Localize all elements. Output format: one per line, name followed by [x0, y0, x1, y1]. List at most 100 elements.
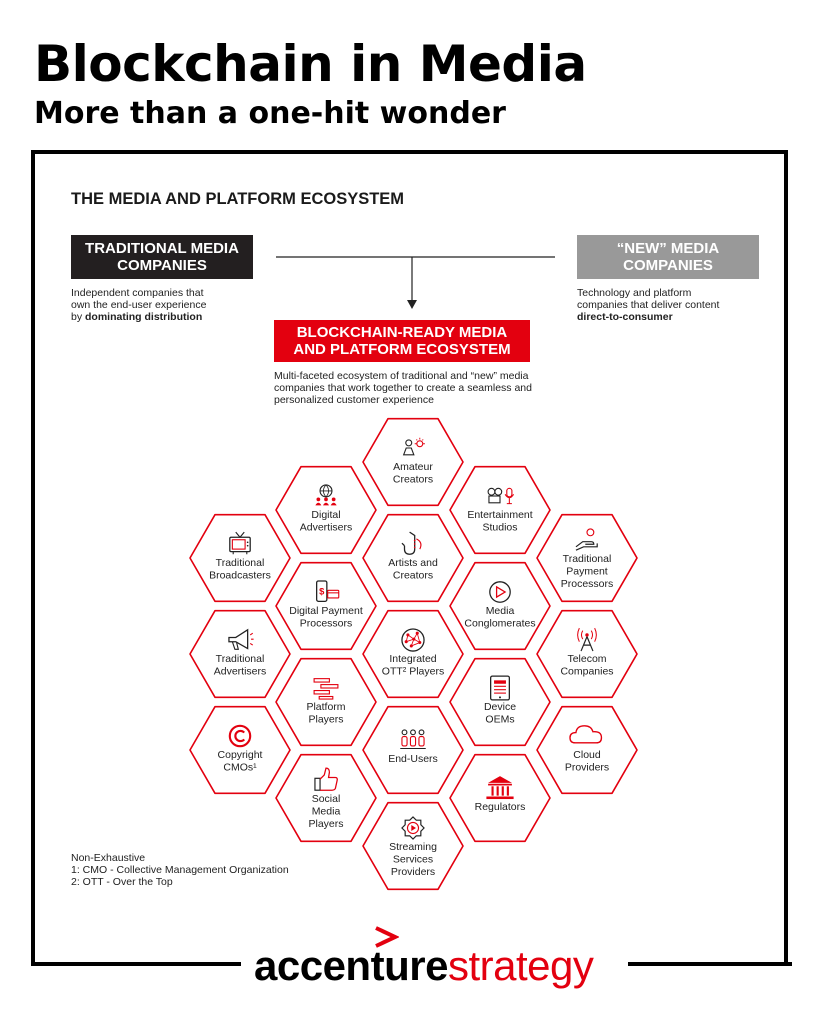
stacked-bars-icon	[313, 678, 339, 700]
hex-label: Social	[312, 793, 341, 805]
hex-label: Media	[312, 806, 341, 818]
hex-label: Digital	[311, 509, 340, 521]
hex-label: Traditional	[563, 553, 612, 565]
hex-label: Streaming	[389, 841, 437, 853]
hex-label: Integrated	[389, 653, 436, 665]
hex-outline	[275, 561, 377, 651]
hex-outline	[362, 705, 464, 795]
hex-regulators: Regulators	[449, 753, 551, 843]
logo-accenture: accenture	[254, 942, 448, 989]
new-media-label-1: “NEW” MEDIA	[616, 240, 720, 257]
hex-label: Advertisers	[300, 522, 353, 534]
footnotes: Non-Exhaustive 1: CMO - Collective Manag…	[71, 852, 289, 888]
hex-label: CMOs¹	[223, 762, 257, 774]
hex-label: Conglomerates	[464, 618, 535, 630]
hex-end-users: End-Users	[362, 705, 464, 795]
hex-outline	[536, 705, 638, 795]
hex-outline	[275, 465, 377, 555]
center-desc-line-1: Multi-faceted ecosystem of traditional a…	[274, 370, 529, 382]
hex-label: Telecom	[567, 653, 606, 665]
play-button-icon	[489, 581, 511, 603]
hex-outline	[362, 801, 464, 891]
hex-label: Payment	[566, 566, 608, 578]
tv-icon	[229, 531, 251, 555]
traditional-media-label-1: TRADITIONAL MEDIA	[85, 240, 239, 257]
blockchain-ready-label-1: BLOCKCHAIN-READY MEDIA	[296, 324, 508, 341]
hex-label: Media	[486, 605, 515, 617]
hex-label: Providers	[391, 866, 435, 878]
phone-card-icon: $	[316, 580, 340, 602]
ecosystem-title: THE MEDIA AND PLATFORM ECOSYSTEM	[71, 190, 405, 208]
hex-outline	[362, 513, 464, 603]
traditional-media-label-2: COMPANIES	[117, 257, 207, 274]
accenture-strategy-logo: accenturestrategy	[254, 942, 594, 989]
connector-arrowhead	[407, 300, 417, 309]
hex-label: Studios	[482, 522, 517, 534]
hex-label: Artists and	[388, 557, 438, 569]
hex-label: Traditional	[216, 653, 265, 665]
gear-play-icon	[401, 816, 425, 840]
network-globe-icon	[401, 628, 425, 652]
hand-coin-icon	[575, 528, 598, 551]
new-desc-line-1: Technology and platform	[577, 287, 692, 299]
hex-label: Traditional	[216, 557, 265, 569]
hex-label: Creators	[393, 570, 433, 582]
traditional-media-box: TRADITIONAL MEDIA COMPANIES	[71, 235, 253, 279]
copyright-icon	[228, 724, 252, 748]
hex-outline	[362, 609, 464, 699]
megaphone-icon	[228, 628, 254, 650]
new-desc-line-2: companies that deliver content	[577, 299, 720, 311]
saxophone-icon	[401, 531, 422, 555]
hex-label: Companies	[560, 666, 613, 678]
hex-outline	[189, 513, 291, 603]
new-media-description: Technology and platform companies that d…	[577, 287, 767, 323]
lightbulb-person-icon	[402, 437, 425, 456]
traditional-desc-bold: dominating distribution	[85, 311, 203, 323]
traditional-desc-line-3: by	[71, 311, 86, 323]
hex-label: End-Users	[388, 753, 438, 765]
hex-outline	[449, 657, 551, 747]
hex-label: Regulators	[475, 801, 526, 813]
hex-label: OEMs	[485, 714, 514, 726]
page-title: Blockchain in Media	[34, 35, 587, 93]
blockchain-ready-description: Multi-faceted ecosystem of traditional a…	[274, 370, 564, 406]
tablet-icon	[490, 675, 510, 701]
logo-strategy: strategy	[447, 942, 594, 989]
new-media-box: “NEW” MEDIA COMPANIES	[577, 235, 759, 279]
film-camera-microphone-icon	[487, 487, 515, 505]
hex-label: Digital Payment	[289, 605, 363, 617]
page-subtitle: More than a one-hit wonder	[34, 96, 506, 131]
hex-label: Providers	[565, 762, 609, 774]
hex-label: Amateur	[393, 461, 433, 473]
thumbs-up-icon	[314, 767, 338, 791]
traditional-desc-line-1: Independent companies that	[71, 287, 204, 299]
diagram-frame	[31, 150, 788, 966]
hex-outline	[275, 753, 377, 843]
hex-label: Cloud	[573, 749, 601, 761]
new-media-label-2: COMPANIES	[623, 257, 713, 274]
antenna-icon	[577, 627, 597, 652]
hex-label: Broadcasters	[209, 570, 271, 582]
hex-outline	[362, 417, 464, 507]
hex-label: Entertainment	[467, 509, 532, 521]
hex-outline	[189, 609, 291, 699]
footnote-cmo: 1: CMO - Collective Management Organizat…	[71, 864, 289, 876]
hex-label: Advertisers	[214, 666, 267, 678]
hex-label: Players	[308, 818, 343, 830]
hex-label: Copyright	[218, 749, 263, 761]
